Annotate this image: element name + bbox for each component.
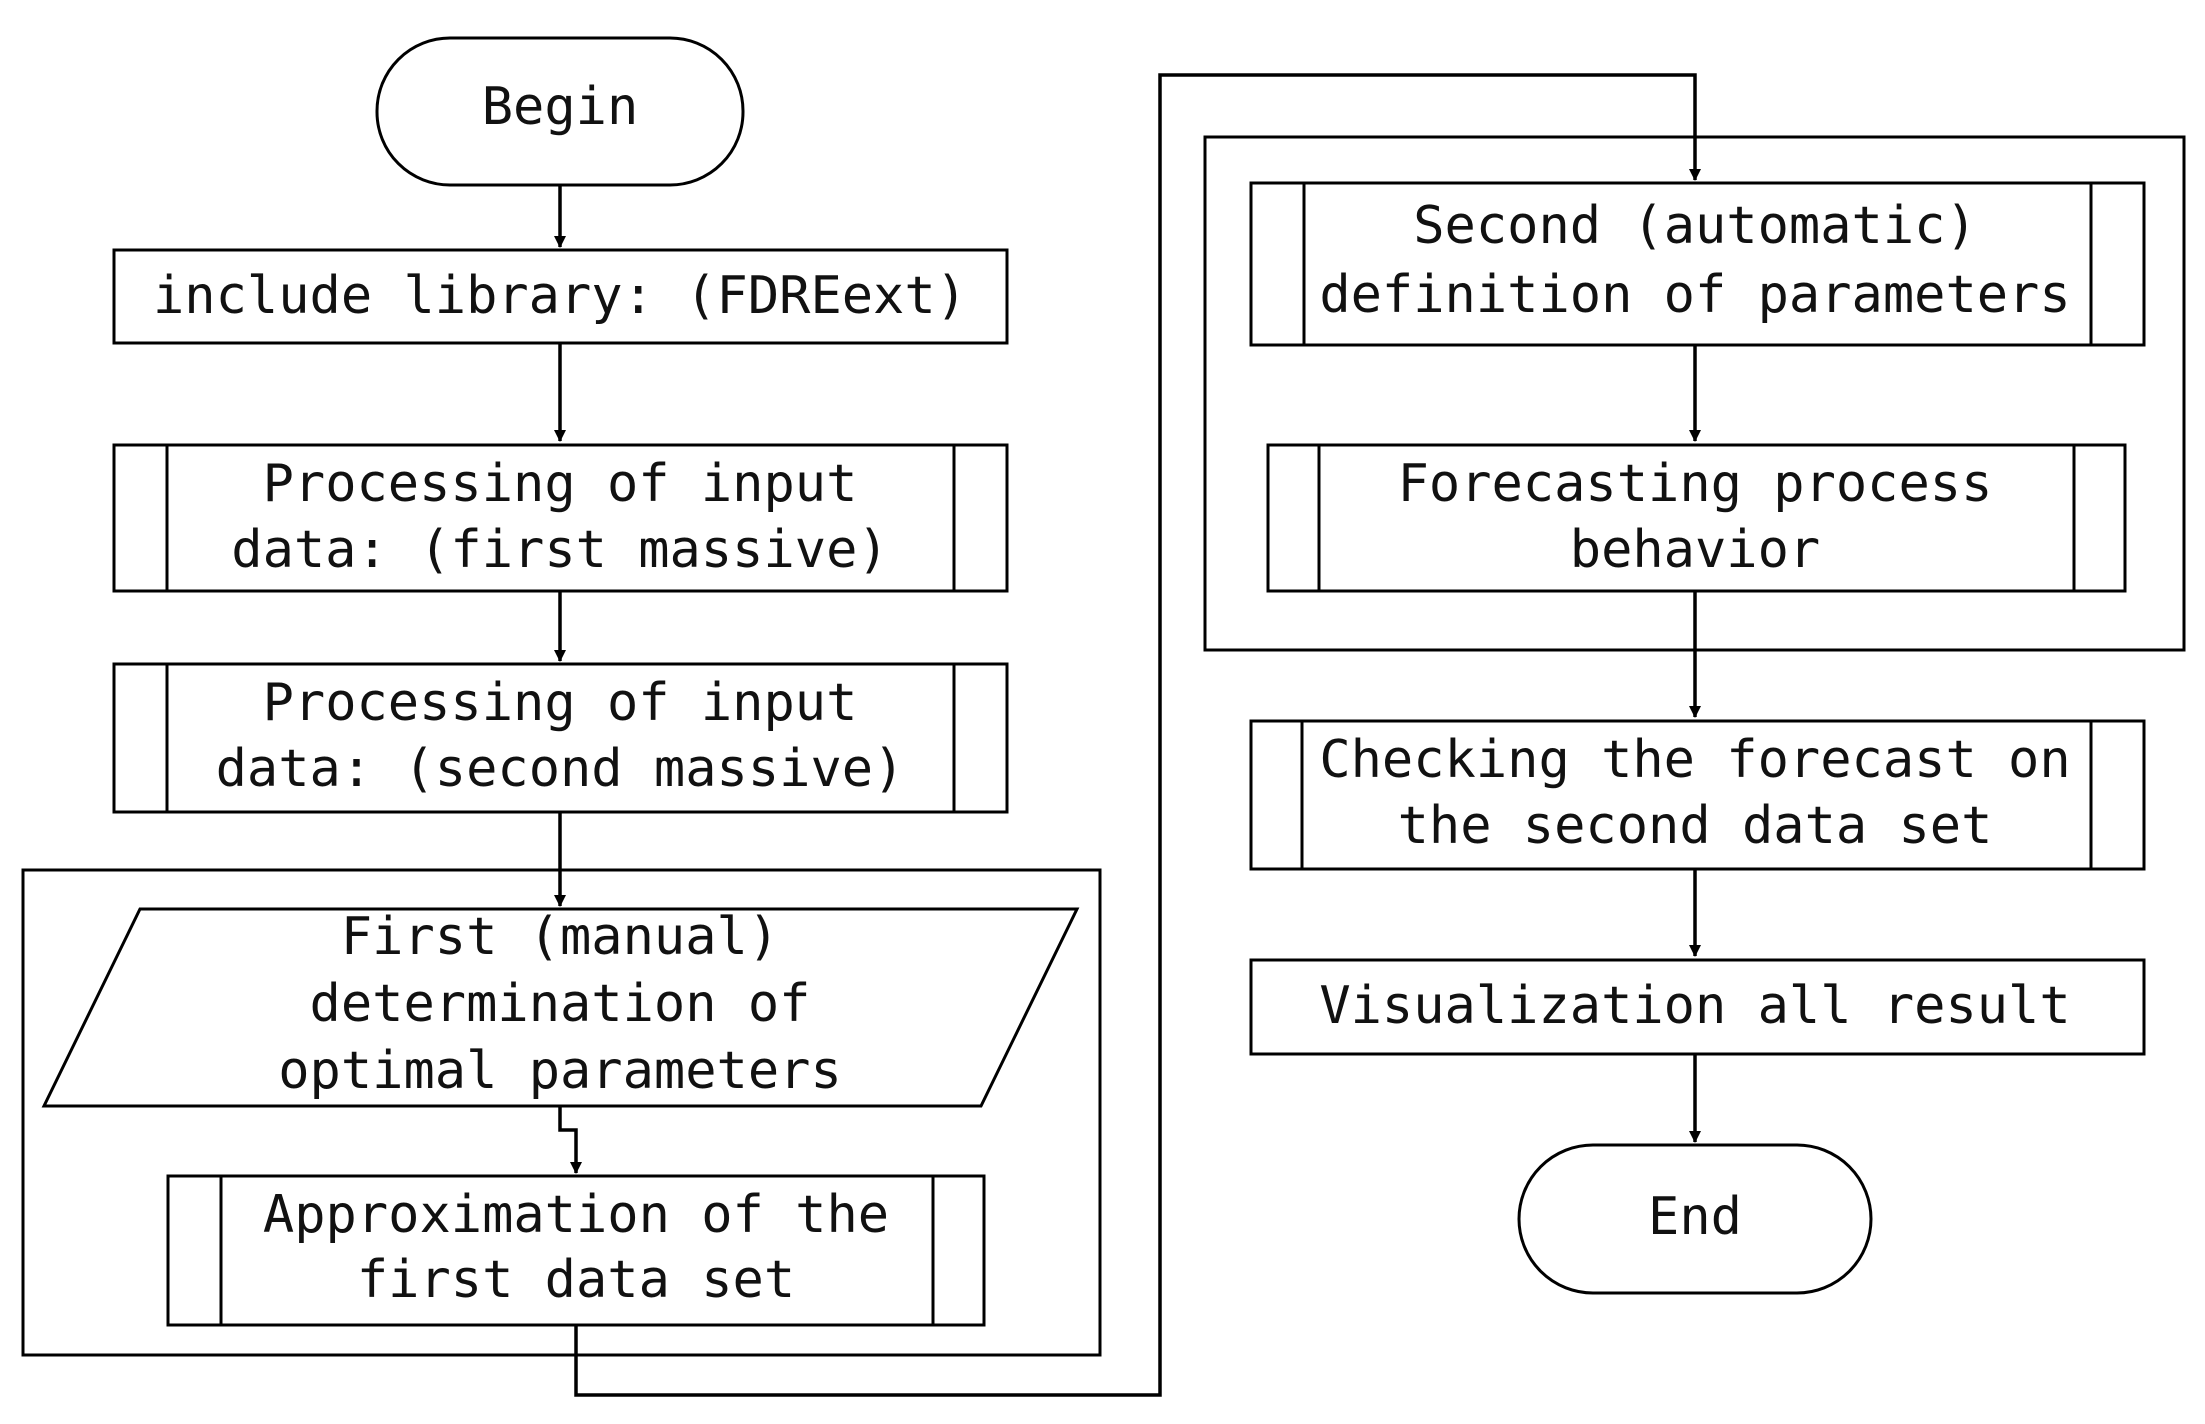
auto-parameters-step: Second (automatic) definition of paramet… [1249, 181, 2146, 347]
process-second-line-1: Processing of input [263, 673, 858, 733]
manual-params-line-2: determination of [310, 974, 811, 1034]
end-terminator: End [1517, 1143, 1873, 1295]
approximation-step: Approximation of the first data set [166, 1174, 986, 1327]
approximation-line-1: Approximation of the [263, 1185, 889, 1245]
begin-label: Begin [482, 77, 639, 137]
forecasting-step: Forecasting process behavior [1266, 443, 2127, 593]
forecasting-line-1: Forecasting process [1398, 454, 1993, 514]
connectors [554, 73, 1701, 1397]
auto-params-line-1: Second (automatic) [1413, 196, 1977, 256]
checking-line-2: the second data set [1398, 796, 1993, 856]
process-first-line-2: data: (first massive) [231, 520, 888, 580]
forecasting-line-2: behavior [1570, 520, 1820, 580]
end-label: End [1648, 1187, 1742, 1247]
process-first-line-1: Processing of input [263, 454, 858, 514]
include-library-label: include library: (FDREext) [153, 266, 967, 326]
visualization-label: Visualization all result [1319, 976, 2070, 1036]
manual-params-line-1: First (manual) [341, 907, 779, 967]
manual-params-line-3: optimal parameters [278, 1041, 842, 1101]
checking-line-1: Checking the forecast on [1319, 730, 2070, 790]
begin-terminator: Begin [375, 36, 745, 187]
auto-params-line-2: definition of parameters [1319, 265, 2070, 325]
process-second-massive-step: Processing of input data: (second massiv… [112, 662, 1009, 814]
checking-step: Checking the forecast on the second data… [1249, 719, 2146, 871]
process-first-massive-step: Processing of input data: (first massive… [112, 443, 1009, 593]
visualization-step: Visualization all result [1249, 958, 2146, 1056]
process-second-line-2: data: (second massive) [216, 739, 905, 799]
manual-parameters-step: First (manual) determination of optimal … [41, 907, 1080, 1108]
approximation-line-2: first data set [357, 1250, 795, 1310]
include-library-step: include library: (FDREext) [112, 248, 1009, 345]
arrow-manual-to-approximation [558, 1106, 582, 1174]
arrow-approximation-to-auto [574, 73, 1701, 1397]
